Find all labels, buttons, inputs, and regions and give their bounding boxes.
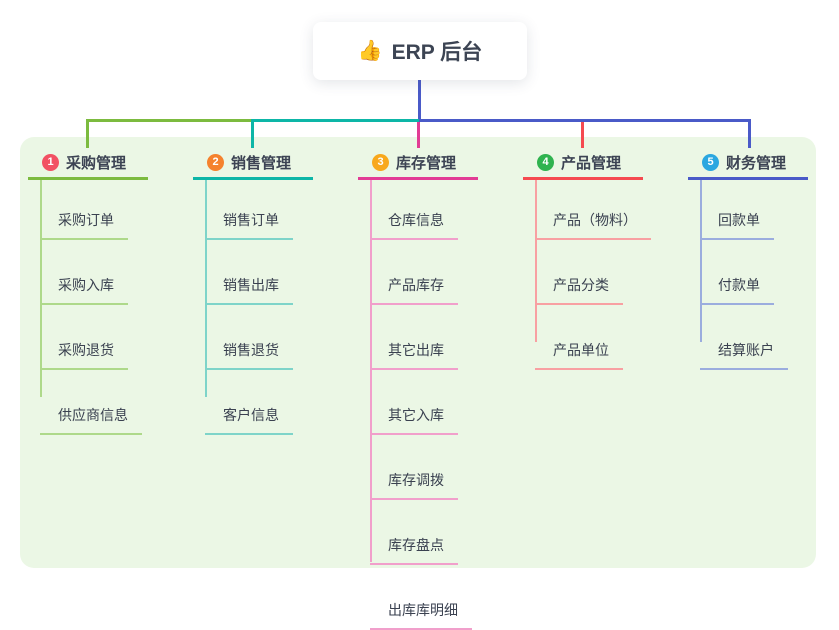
root-vertical-line: [418, 80, 421, 122]
root-node-erp[interactable]: 👍 ERP 后台: [313, 22, 527, 80]
child-node: 库存盘点: [358, 500, 478, 565]
mindmap-background-panel: [20, 137, 816, 568]
child-node-label[interactable]: 其它出库: [370, 305, 458, 370]
drop-line-sales: [251, 119, 254, 148]
branch-product-title: 产品管理: [561, 155, 622, 172]
child-node-label[interactable]: 销售退货: [205, 305, 293, 370]
branch-product: 4 产品管理 产品（物料） 产品分类 产品单位: [523, 148, 651, 370]
branch-sales-title: 销售管理: [231, 155, 292, 172]
child-node-label[interactable]: 产品单位: [535, 305, 623, 370]
child-node-label[interactable]: 产品（物料）: [535, 180, 651, 240]
child-node-label[interactable]: 结算账户: [700, 305, 788, 370]
child-node-label[interactable]: 采购订单: [40, 180, 128, 240]
child-node: 采购退货: [28, 305, 148, 370]
child-node-label[interactable]: 供应商信息: [40, 370, 142, 435]
child-node: 回款单: [688, 180, 808, 240]
child-node-label[interactable]: 销售出库: [205, 240, 293, 305]
branch-number-badge: 4: [537, 154, 554, 171]
branch-number-badge: 1: [42, 154, 59, 171]
child-node-label[interactable]: 出库库明细: [370, 565, 472, 630]
child-node-label[interactable]: 库存调拨: [370, 435, 458, 500]
child-node-label[interactable]: 采购退货: [40, 305, 128, 370]
child-node: 产品单位: [523, 305, 643, 370]
child-node-label[interactable]: 仓库信息: [370, 180, 458, 240]
child-node: 采购订单: [28, 180, 148, 240]
child-node: 仓库信息: [358, 180, 478, 240]
branch-finance-header[interactable]: 5 财务管理: [688, 148, 808, 180]
child-node-label[interactable]: 采购入库: [40, 240, 128, 305]
child-node: 产品分类: [523, 240, 643, 305]
branch-sales: 2 销售管理 销售订单 销售出库 销售退货 客户信息: [193, 148, 313, 435]
branch-number-badge: 3: [372, 154, 389, 171]
drop-line-purchase: [86, 119, 89, 148]
child-node-label[interactable]: 付款单: [700, 240, 774, 305]
drop-line-product: [581, 122, 584, 148]
branch-product-children: 产品（物料） 产品分类 产品单位: [523, 180, 651, 370]
drop-line-inventory: [417, 122, 420, 148]
branch-sales-header[interactable]: 2 销售管理: [193, 148, 313, 180]
connector-segment-purchase: [86, 119, 253, 122]
child-node-label[interactable]: 客户信息: [205, 370, 293, 435]
child-node-label[interactable]: 回款单: [700, 180, 774, 240]
child-node-label[interactable]: 其它入库: [370, 370, 458, 435]
child-node: 库存调拨: [358, 435, 478, 500]
child-node: 采购入库: [28, 240, 148, 305]
thumbs-up-icon: 👍: [357, 40, 383, 62]
child-node: 结算账户: [688, 305, 808, 370]
child-connector-line: [535, 180, 537, 342]
branch-finance-children: 回款单 付款单 结算账户: [688, 180, 808, 370]
child-node: 出库库明细: [358, 565, 478, 630]
child-node: 销售订单: [193, 180, 313, 240]
child-connector-line: [40, 180, 42, 397]
child-node-label[interactable]: 产品库存: [370, 240, 458, 305]
branch-inventory-header[interactable]: 3 库存管理: [358, 148, 478, 180]
child-node: 产品（物料）: [523, 180, 651, 240]
branch-purchase-title: 采购管理: [66, 155, 127, 172]
child-node: 产品库存: [358, 240, 478, 305]
branch-number-badge: 5: [702, 154, 719, 171]
branch-product-header[interactable]: 4 产品管理: [523, 148, 643, 180]
branch-purchase: 1 采购管理 采购订单 采购入库 采购退货 供应商信息: [28, 148, 148, 435]
child-node: 销售退货: [193, 305, 313, 370]
child-node: 销售出库: [193, 240, 313, 305]
child-node: 供应商信息: [28, 370, 148, 435]
child-connector-line: [370, 180, 372, 562]
branch-sales-children: 销售订单 销售出库 销售退货 客户信息: [193, 180, 313, 435]
child-connector-line: [700, 180, 702, 342]
branch-inventory-children: 仓库信息 产品库存 其它出库 其它入库 库存调拨 库存盘点 出库库明细: [358, 180, 478, 630]
child-node: 其它出库: [358, 305, 478, 370]
child-node: 客户信息: [193, 370, 313, 435]
branch-purchase-header[interactable]: 1 采购管理: [28, 148, 148, 180]
child-node: 其它入库: [358, 370, 478, 435]
child-node-label[interactable]: 产品分类: [535, 240, 623, 305]
drop-line-finance: [748, 119, 751, 148]
branch-inventory-title: 库存管理: [396, 155, 457, 172]
child-connector-line: [205, 180, 207, 397]
branch-purchase-children: 采购订单 采购入库 采购退货 供应商信息: [28, 180, 148, 435]
child-node-label[interactable]: 销售订单: [205, 180, 293, 240]
branch-number-badge: 2: [207, 154, 224, 171]
branch-inventory: 3 库存管理 仓库信息 产品库存 其它出库 其它入库 库存调拨 库存盘点 出库库…: [358, 148, 478, 630]
child-node-label[interactable]: 库存盘点: [370, 500, 458, 565]
connector-segment-sales: [253, 119, 419, 122]
branch-finance-title: 财务管理: [726, 155, 787, 172]
connector-segment-finance: [419, 119, 751, 122]
branch-finance: 5 财务管理 回款单 付款单 结算账户: [688, 148, 808, 370]
child-node: 付款单: [688, 240, 808, 305]
root-node-label: ERP 后台: [391, 41, 483, 64]
